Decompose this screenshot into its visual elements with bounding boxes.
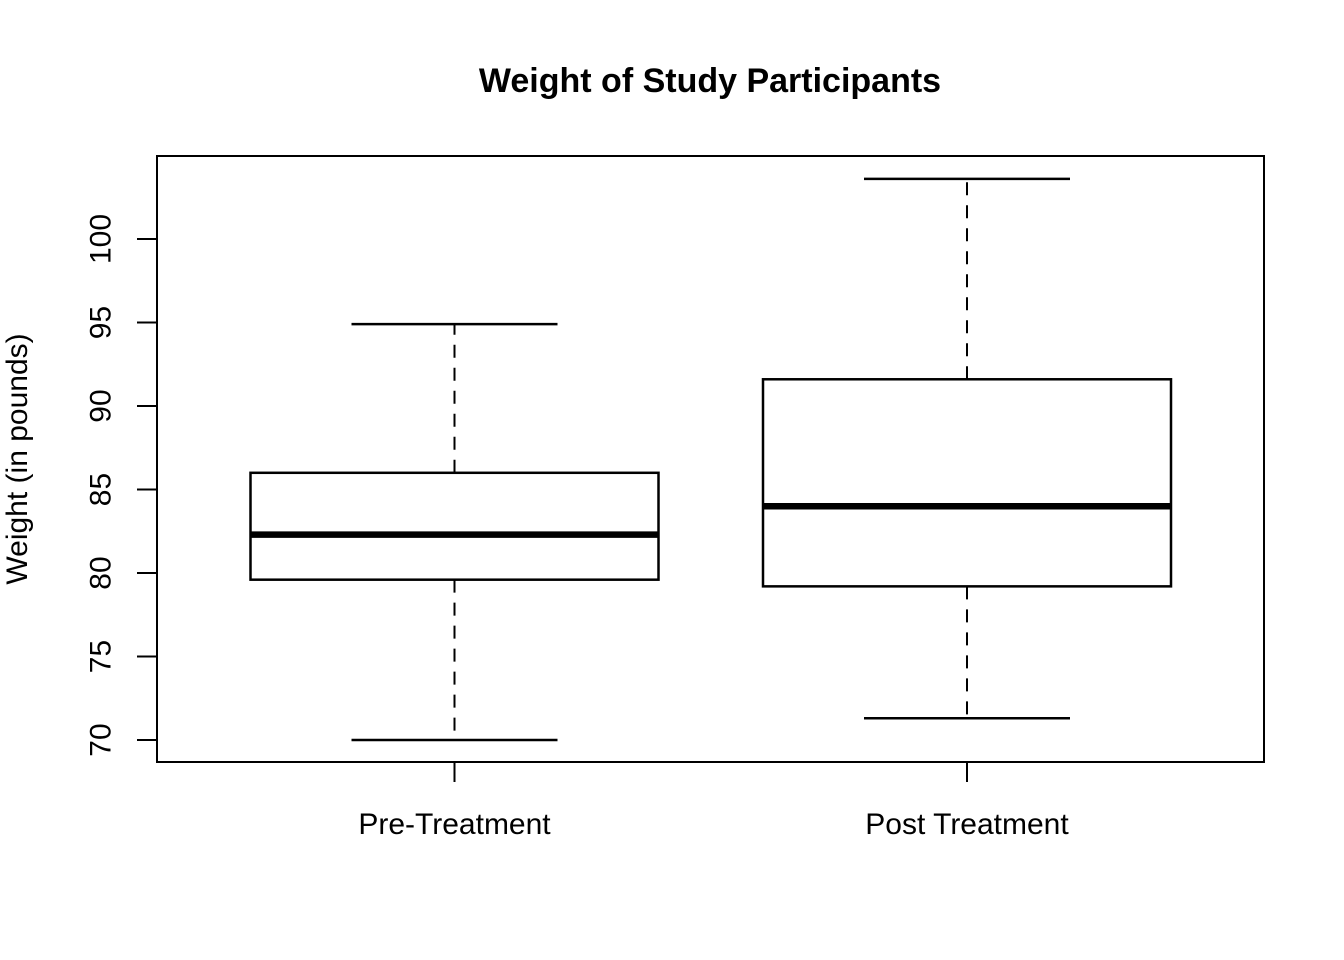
y-tick-label: 85 bbox=[85, 473, 118, 506]
chart-title: Weight of Study Participants bbox=[479, 62, 941, 100]
iqr-box bbox=[761, 378, 1173, 588]
iqr-box bbox=[249, 471, 660, 581]
x-tick-label: Pre-Treatment bbox=[358, 808, 551, 841]
boxes bbox=[249, 177, 1173, 742]
y-tick-label: 90 bbox=[85, 389, 118, 422]
box-group-post-treatment bbox=[761, 177, 1173, 720]
box-group-pre-treatment bbox=[249, 322, 660, 742]
y-tick-label: 100 bbox=[85, 214, 118, 264]
y-tick-label: 70 bbox=[85, 723, 118, 756]
y-axis: 70 75 80 85 90 95 100 bbox=[85, 214, 157, 757]
y-axis-title: Weight (in pounds) bbox=[1, 333, 34, 584]
x-axis: Pre-Treatment Post Treatment bbox=[358, 762, 1069, 841]
y-tick-label: 80 bbox=[85, 556, 118, 589]
x-tick-label: Post Treatment bbox=[865, 808, 1069, 841]
plot-frame bbox=[156, 155, 1265, 763]
y-tick-label: 95 bbox=[85, 306, 118, 339]
y-tick-label: 75 bbox=[85, 640, 118, 673]
